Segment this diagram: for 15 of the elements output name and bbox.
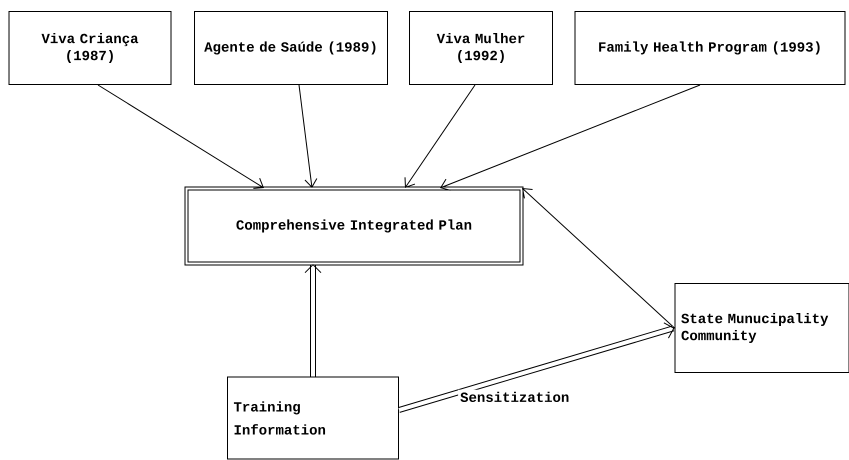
arrow bbox=[398, 322, 674, 413]
process-box: Family Health Program (1993) bbox=[574, 11, 846, 85]
process-box: Viva Mulher (1992) bbox=[409, 11, 553, 85]
arrow bbox=[304, 264, 322, 376]
arrow bbox=[404, 84, 476, 188]
process-box: Training Information bbox=[227, 376, 399, 460]
edge-label: Sensitization bbox=[458, 390, 572, 404]
process-box: Agente de Saúde (1989) bbox=[194, 11, 388, 85]
process-box: State Munucipality Community bbox=[674, 283, 849, 373]
process-box: Viva Criança (1987) bbox=[8, 11, 172, 85]
arrow bbox=[298, 84, 318, 188]
process-box: Comprehensive Integrated Plan bbox=[184, 186, 524, 266]
arrow bbox=[440, 84, 700, 191]
arrow bbox=[98, 84, 264, 189]
arrow bbox=[522, 188, 675, 328]
